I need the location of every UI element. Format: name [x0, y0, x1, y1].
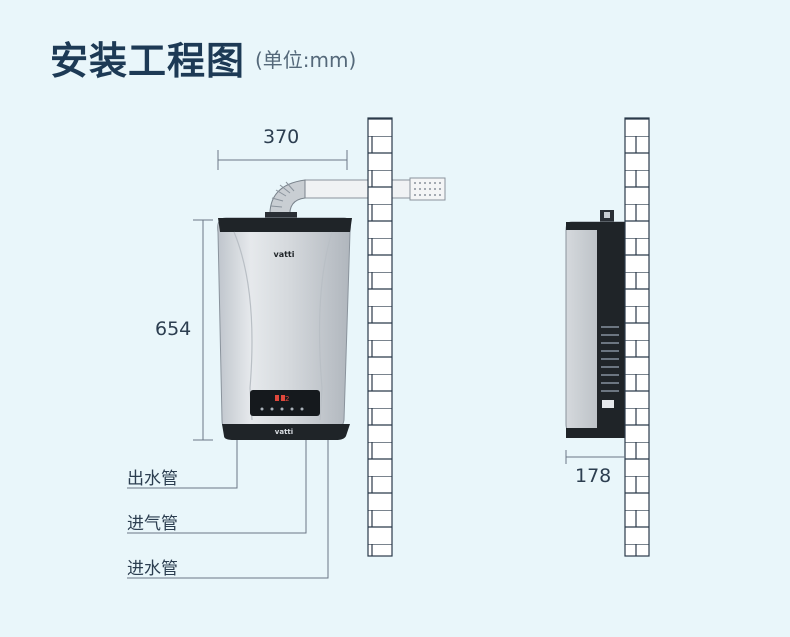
brand-logo-top: vatti	[273, 250, 294, 259]
width-dimension	[217, 150, 348, 170]
unit-label: (单位:mm)	[255, 48, 357, 72]
depth-dimension	[565, 450, 625, 464]
width-value: 370	[263, 126, 300, 148]
pipe-label-water-inlet: 进水管	[127, 559, 178, 579]
height-dimension	[193, 219, 213, 441]
pipe-label-gas-inlet: 进气管	[127, 514, 178, 534]
heater-front: vatti vatti 42	[217, 217, 352, 440]
wall-front	[367, 117, 393, 557]
page-title: 安装工程图	[50, 39, 246, 83]
brand-logo-bottom: vatti	[275, 428, 293, 436]
height-value: 654	[155, 318, 192, 340]
pipe-label-hot-water-outlet: 出水管	[127, 469, 178, 489]
display-value: 42	[281, 395, 290, 403]
wall-side	[624, 117, 650, 557]
pipe-leaders	[127, 440, 329, 579]
depth-value: 178	[575, 465, 612, 487]
heater-side	[565, 210, 626, 438]
flue-pipe	[265, 177, 446, 222]
